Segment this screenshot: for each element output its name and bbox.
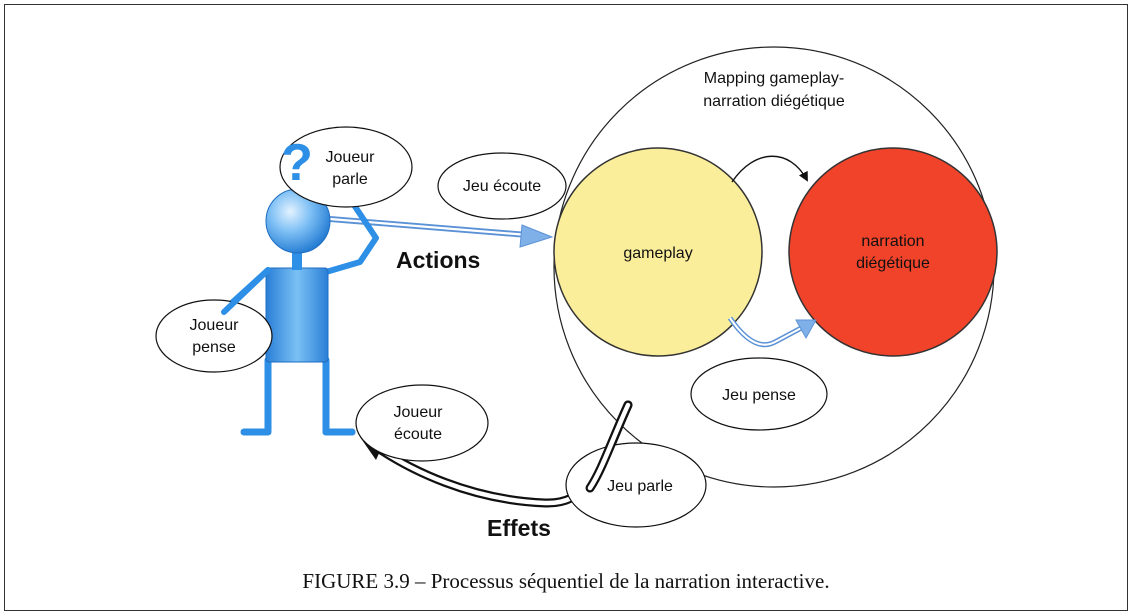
player-left-leg [240,356,272,436]
svg-text:Joueur: Joueur [394,404,444,421]
question-mark-front: ? [281,134,313,192]
actions-label: Actions [396,247,480,273]
player-torso [265,267,329,363]
gameplay-label: gameplay [623,245,692,262]
bubble-joueur-pense: Joueur pense [155,299,273,373]
bubble-joueur-ecoute: Joueur écoute [355,384,489,462]
svg-text:Jeu écoute: Jeu écoute [463,178,541,195]
caption-text: – Processus séquentiel de la narration i… [410,569,830,593]
actions-arrow-inner [329,217,529,237]
effets-label: Effets [487,515,551,541]
mapping-title-line1: Mapping gameplay- [704,70,845,87]
caption-prefix: FIGURE 3.9 [302,569,409,593]
svg-text:écoute: écoute [394,426,442,443]
effets-arrow-front-inner [587,402,631,491]
svg-text:Joueur: Joueur [190,317,240,334]
narration-label-line1: narration [861,233,924,250]
svg-text:pense: pense [192,339,236,356]
bubble-jeu-pense: Jeu pense [690,357,828,431]
svg-text:parle: parle [332,171,368,188]
player-neck [292,252,302,270]
mapping-title-line2: narration diégétique [703,93,845,110]
svg-text:Jeu pense: Jeu pense [722,387,796,404]
actions-arrowhead [519,224,554,248]
figure-caption: FIGURE 3.9 – Processus séquentiel de la … [302,569,829,593]
svg-text:Joueur: Joueur [326,149,376,166]
narration-circle [788,147,998,357]
jeu-pense-arrowhead [795,319,817,340]
jeu-pense-arrow-inner [729,317,806,346]
bubble-joueur-parle: Joueur parle [279,126,413,208]
svg-text:Jeu parle: Jeu parle [607,478,673,495]
player-left-arm-front [221,267,271,315]
gameplay-circle [553,147,763,357]
player-right-leg [322,356,356,436]
mapping-arrow [731,155,808,183]
player-right-arm [323,193,379,275]
bubble-jeu-ecoute: Jeu écoute [437,152,567,220]
narration-label-line2: diégétique [856,255,930,272]
